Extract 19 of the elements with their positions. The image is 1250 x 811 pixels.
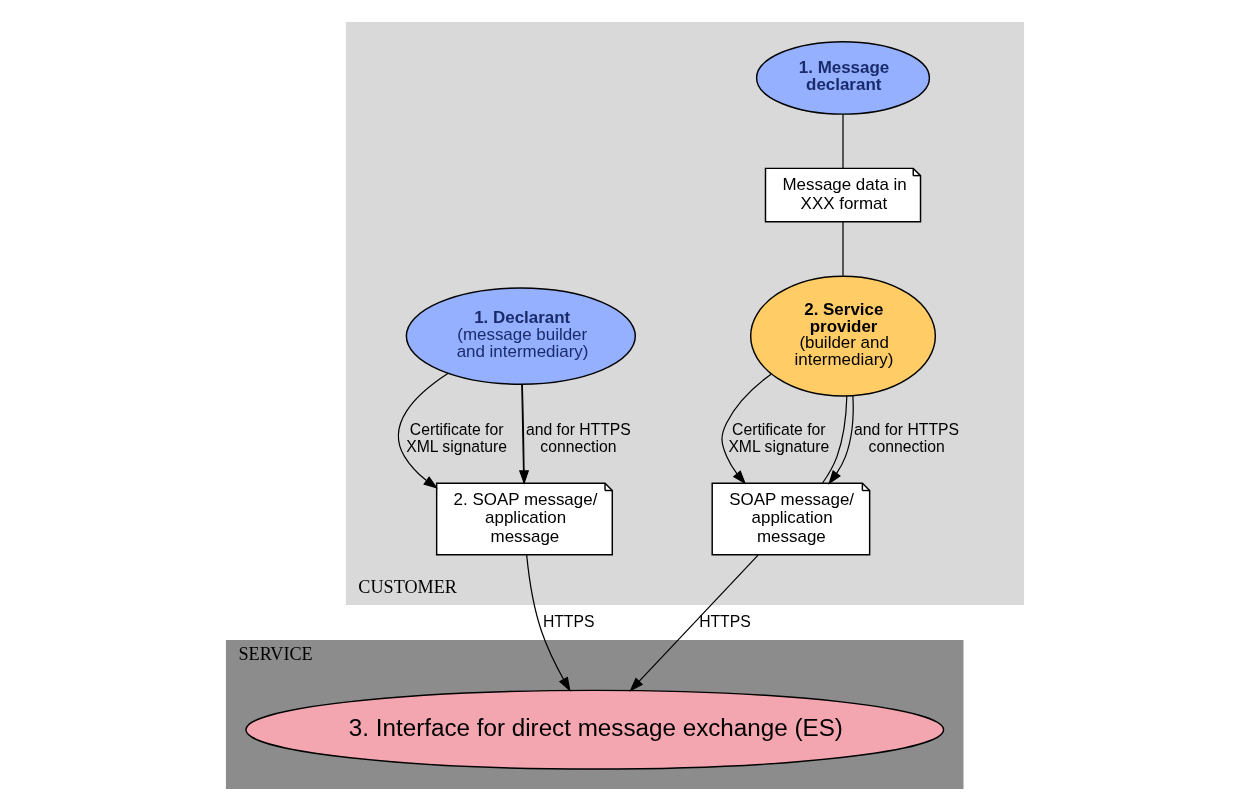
edge-label: Certificate for XML signature — [728, 421, 830, 456]
arrow — [721, 373, 772, 485]
arrow — [397, 372, 449, 489]
edge-label: HTTPS — [542, 612, 595, 630]
connector — [842, 113, 844, 169]
arrow — [828, 395, 854, 485]
node-ellipse: 3. Interface for direct message exchange (ES) — [245, 689, 945, 770]
edge-label: HTTPS — [699, 612, 751, 630]
node-ellipse: 2. Service provider (builder and intermediary) — [749, 275, 937, 397]
arrow — [629, 554, 759, 692]
connector — [821, 395, 848, 484]
arrow — [526, 554, 571, 692]
edge-label: Certificate for XML signature — [406, 421, 508, 456]
edge-label: and for HTTPS connection — [525, 421, 631, 456]
arrow — [518, 383, 530, 485]
edge-label: and for HTTPS connection — [854, 421, 960, 456]
node-ellipse: 1. Declarant (message builder and intermediary) — [405, 287, 637, 385]
connector — [842, 221, 844, 277]
node-ellipse: 1. Message declarant — [755, 40, 931, 115]
